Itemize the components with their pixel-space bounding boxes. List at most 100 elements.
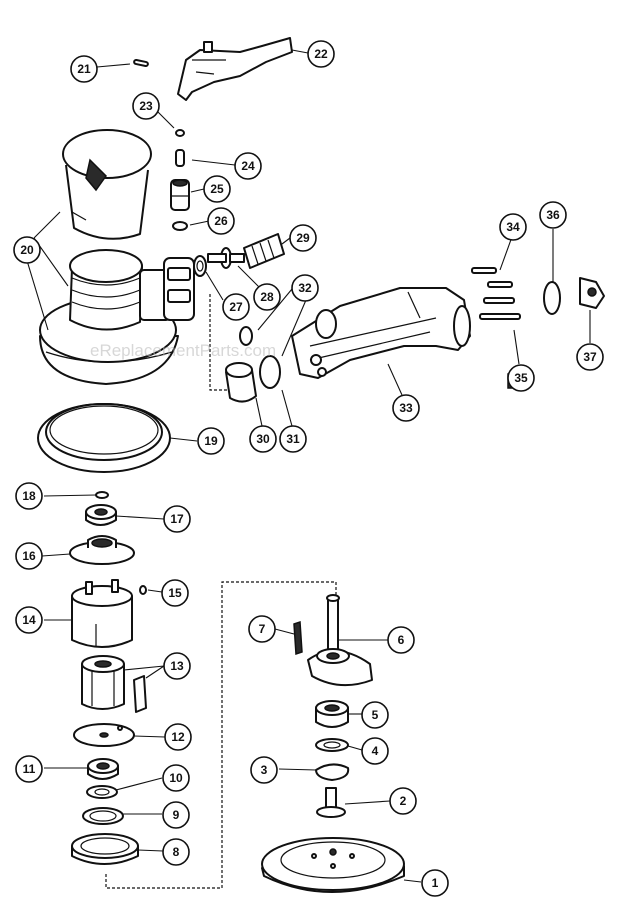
callout-11: 11	[15, 755, 43, 783]
svg-text:8: 8	[173, 845, 180, 859]
svg-text:33: 33	[399, 401, 413, 415]
callout-17: 17	[163, 505, 191, 533]
callout-1: 1	[421, 869, 449, 897]
svg-text:36: 36	[546, 208, 560, 222]
part-13-rotor	[81, 655, 125, 710]
svg-text:1: 1	[432, 876, 439, 890]
svg-text:37: 37	[583, 350, 597, 364]
svg-text:18: 18	[22, 489, 36, 503]
svg-text:2: 2	[400, 794, 407, 808]
svg-text:26: 26	[214, 214, 228, 228]
callout-12: 12	[164, 723, 192, 751]
svg-text:9: 9	[173, 808, 180, 822]
watermark-text: eReplacementParts.com	[90, 341, 276, 360]
svg-text:20: 20	[20, 243, 34, 257]
svg-text:16: 16	[22, 549, 36, 563]
part-31-o-ring	[259, 355, 281, 389]
part-9-ring	[82, 807, 124, 825]
svg-text:6: 6	[398, 633, 405, 647]
svg-text:7: 7	[259, 622, 266, 636]
callout-23: 23	[132, 92, 160, 120]
svg-text:12: 12	[171, 730, 185, 744]
svg-text:4: 4	[372, 744, 379, 758]
svg-text:13: 13	[170, 659, 184, 673]
callout-19: 19	[197, 427, 225, 455]
part-37-end-cap	[579, 277, 605, 309]
callout-29: 29	[289, 224, 317, 252]
callout-34: 34	[499, 213, 527, 241]
callout-2: 2	[389, 787, 417, 815]
callout-25: 25	[203, 175, 231, 203]
svg-text:14: 14	[22, 613, 36, 627]
part-33-rear-handle	[291, 287, 471, 379]
callout-15: 15	[161, 579, 189, 607]
part-25-valve	[170, 179, 190, 211]
callout-7: 7	[248, 615, 276, 643]
svg-text:3: 3	[261, 763, 268, 777]
dashed-shaft-bracket	[105, 581, 337, 889]
svg-text:10: 10	[169, 771, 183, 785]
part-13-vanes	[133, 675, 147, 713]
part-2-spindle	[316, 787, 346, 818]
svg-text:17: 17	[170, 512, 184, 526]
callout-10: 10	[162, 764, 190, 792]
part-24-valve-pin	[175, 149, 185, 167]
callout-8: 8	[162, 838, 190, 866]
part-8-locking-ring	[71, 833, 139, 865]
part-26-o-ring	[172, 221, 188, 231]
callout-20: 20	[13, 236, 41, 264]
part-11-bearing	[87, 758, 119, 780]
part-6-eccentric-shaft	[307, 594, 373, 687]
svg-text:25: 25	[210, 182, 224, 196]
part-3-snap-ring	[315, 763, 350, 781]
callout-37: 37	[576, 343, 604, 371]
callout-18: 18	[15, 482, 43, 510]
svg-text:32: 32	[298, 281, 312, 295]
callout-24: 24	[234, 152, 262, 180]
part-19-shroud-ring	[37, 403, 171, 473]
callout-22: 22	[307, 40, 335, 68]
part-30-muffler-insert	[225, 362, 257, 403]
svg-text:28: 28	[260, 290, 274, 304]
callout-30: 30	[249, 425, 277, 453]
callout-26: 26	[207, 207, 235, 235]
part-4-seal	[315, 738, 349, 752]
part-29-spring-cover	[243, 233, 285, 269]
part-20-motor-housing	[39, 129, 195, 385]
leader-lines	[24, 49, 591, 883]
part-16-bearing-plate	[69, 535, 135, 565]
svg-text:21: 21	[77, 62, 91, 76]
callout-27: 27	[222, 293, 250, 321]
callout-33: 33	[392, 394, 420, 422]
dashed-assembly-bracket	[209, 294, 228, 391]
svg-text:15: 15	[168, 586, 182, 600]
part-1-backing-pad	[261, 837, 405, 893]
part-32-o-ring-small	[239, 326, 253, 346]
part-22-throttle-lever	[177, 37, 293, 101]
svg-text:27: 27	[229, 300, 243, 314]
part-17-bearing	[85, 504, 117, 526]
part-21-pin	[133, 58, 149, 68]
callout-21: 21	[70, 55, 98, 83]
part-27-gasket	[193, 255, 207, 277]
part-7-key	[293, 620, 303, 656]
callout-28: 28	[253, 283, 281, 311]
part-15-small-pin	[139, 585, 147, 595]
callout-16: 16	[15, 542, 43, 570]
svg-text:23: 23	[139, 99, 153, 113]
part-36-cap	[543, 281, 561, 315]
svg-text:22: 22	[314, 47, 328, 61]
svg-text:31: 31	[286, 432, 300, 446]
svg-text:30: 30	[256, 432, 270, 446]
part-34-screws	[471, 267, 521, 320]
callout-5: 5	[361, 701, 389, 729]
svg-text:5: 5	[372, 708, 379, 722]
part-5-bearing	[315, 700, 349, 728]
callout-3: 3	[250, 756, 278, 784]
svg-text:29: 29	[296, 231, 310, 245]
part-10-washer	[86, 785, 118, 799]
callout-4: 4	[361, 737, 389, 765]
callout-14: 14	[15, 606, 43, 634]
svg-text:35: 35	[514, 371, 528, 385]
